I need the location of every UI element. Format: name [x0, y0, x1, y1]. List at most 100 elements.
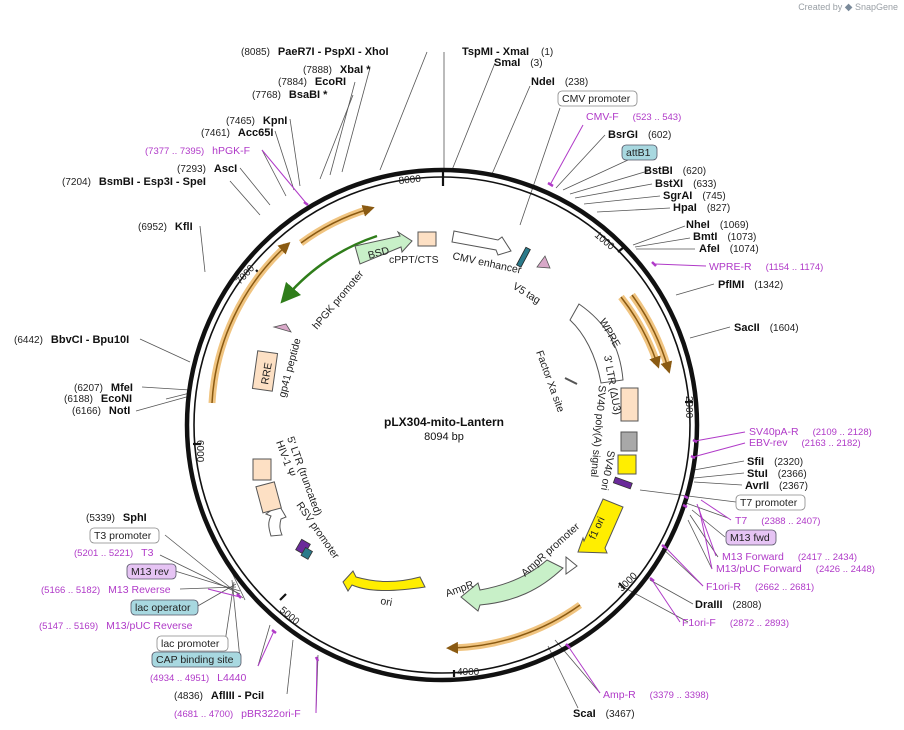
svg-text:CAP binding site: CAP binding site	[156, 654, 234, 666]
cmv-enhancer-arrow	[451, 230, 512, 256]
site-label: (6952)KflI	[138, 221, 193, 233]
ltr3-block	[620, 387, 639, 422]
primer-label: SV40pA-R(2109 .. 2128)	[749, 426, 872, 438]
primer-leaders	[207, 124, 746, 714]
site-label: BsrGI(602)	[608, 129, 671, 141]
snapgene-credit: Created by ◆ SnapGene	[798, 2, 898, 13]
label-v5-tag: V5 tag	[510, 280, 542, 306]
label-cppt: cPPT/CTS	[389, 254, 439, 266]
rsv-promoter-arrow	[264, 504, 287, 537]
svg-text:T3 promoter: T3 promoter	[94, 530, 152, 542]
site-label: (5339)SphI	[86, 512, 147, 524]
orf-arc-bottom	[446, 604, 581, 654]
svg-text:attB1: attB1	[626, 147, 651, 159]
site-label: StuI(2366)	[747, 468, 807, 480]
label-ori: ori	[379, 595, 393, 609]
orf-arc-right2	[631, 294, 673, 374]
plasmid-name: pLX304-mito-Lantern	[384, 415, 504, 429]
site-label: TspMI - XmaI(1)	[462, 46, 553, 58]
svg-text:lac promoter: lac promoter	[161, 638, 220, 650]
orf-arc-right1	[620, 296, 661, 369]
site-label: (7204)BsmBI - Esp3I - SpeI	[62, 176, 206, 188]
attb1-block	[515, 246, 531, 268]
ltr5-block	[252, 458, 272, 481]
site-label: PflMI(1342)	[718, 279, 783, 291]
label-cmv-enhancer: CMV enhancer	[451, 250, 522, 276]
site-label: NheI(1069)	[686, 219, 749, 231]
f1-ori-arrow	[577, 498, 624, 554]
primer-label: F1ori-R(2662 .. 2681)	[706, 581, 814, 593]
primer-label: Amp-R(3379 .. 3398)	[603, 689, 709, 701]
site-label: SmaI(3)	[494, 57, 543, 69]
site-label: AvrII(2367)	[745, 480, 808, 492]
rre-block	[251, 350, 279, 392]
label-gp41: gp41 peptide	[276, 337, 303, 399]
sv40-polya-block	[620, 431, 638, 452]
bsd-orf-arc	[280, 234, 378, 304]
site-label: (6166)NotI	[72, 405, 130, 417]
site-label: AfeI(1074)	[699, 243, 759, 255]
site-label: BmtI(1073)	[693, 231, 756, 243]
hiv-psi-block	[255, 481, 282, 514]
label-factor-xa: Factor Xa site	[533, 349, 566, 414]
site-label: SfiI(2320)	[747, 456, 803, 468]
site-label: BstBI(620)	[644, 165, 706, 177]
primer-label: (5147 .. 5169)M13/pUC Reverse	[39, 620, 193, 632]
site-label: (7768)BsaBI *	[252, 89, 328, 101]
site-label: (6442)BbvCI - Bpu10I	[14, 334, 129, 346]
box-lac-promoter: lac promoter	[156, 635, 229, 652]
site-label: (4836)AflIII - PciI	[174, 690, 264, 702]
site-label: (8085)PaeR7I - PspXI - XhoI	[241, 46, 389, 58]
v5-tag-arrow	[536, 255, 551, 269]
site-label: (7461)Acc65I	[201, 127, 273, 139]
wpre-arc	[569, 303, 624, 384]
orf-arcs	[208, 204, 673, 654]
primer-label: (7377 .. 7395)hPGK-F	[145, 145, 250, 157]
box-t7-promoter: T7 promoter	[735, 494, 806, 511]
tick-label-4000: 4000	[457, 667, 480, 678]
site-label: (7884)EcoRI	[278, 76, 346, 88]
site-label: NdeI(238)	[531, 76, 588, 88]
primer-label: (5166 .. 5182)M13 Reverse	[41, 584, 171, 596]
snapgene-logo-icon: ◆	[844, 2, 853, 13]
site-label: HpaI(827)	[673, 202, 730, 214]
primer-label: (5201 .. 5221)T3	[74, 547, 154, 559]
plasmid-size: 8094 bp	[424, 431, 464, 443]
ori-arrow	[342, 570, 426, 592]
label-hpgk: hPGK promoter	[310, 268, 366, 332]
credit-brand: SnapGene	[854, 2, 898, 12]
site-label: SacII(1604)	[734, 322, 799, 334]
primer-label: M13 Forward(2417 .. 2434)	[722, 551, 857, 563]
primer-label: F1ori-F(2872 .. 2893)	[682, 617, 789, 629]
features	[251, 230, 639, 612]
label-rre: RRE	[259, 362, 275, 386]
sv40-ori-block	[617, 454, 637, 475]
site-label: BstXI(633)	[655, 178, 716, 190]
site-label: (7888)XbaI *	[303, 64, 371, 76]
label-bsd: BSD	[367, 245, 391, 262]
site-label: SgrAI(745)	[663, 190, 726, 202]
box-cap-binding-site: CAP binding site	[151, 651, 242, 668]
box-m13-rev: M13 rev	[126, 563, 177, 580]
cap-block	[300, 546, 314, 560]
orf-arc-top	[300, 204, 375, 244]
box-cmv-promoter: CMV promoter	[557, 90, 638, 107]
svg-text:CMV promoter: CMV promoter	[562, 93, 631, 105]
site-label: (7465)KpnI	[226, 115, 287, 127]
tick-label-8000: 8000	[398, 174, 422, 187]
tick-label-2000: 2000	[683, 396, 694, 419]
primer-label: M13/pUC Forward(2426 .. 2448)	[716, 563, 875, 575]
sv40-small-block	[612, 476, 633, 490]
site-label: (6188)EcoNI	[64, 393, 132, 405]
svg-text:T7 promoter: T7 promoter	[740, 497, 798, 509]
primer-label: (4934 .. 4951)L4440	[150, 672, 247, 684]
ampr-promoter-block	[565, 555, 578, 575]
ampr-arrow	[460, 559, 564, 612]
box-lac-operator: lac operator	[130, 599, 199, 616]
credit-prefix: Created by	[798, 2, 843, 12]
orf-arc-left	[211, 241, 291, 404]
gp41-arrow	[272, 323, 292, 333]
cppt-block	[417, 231, 437, 247]
